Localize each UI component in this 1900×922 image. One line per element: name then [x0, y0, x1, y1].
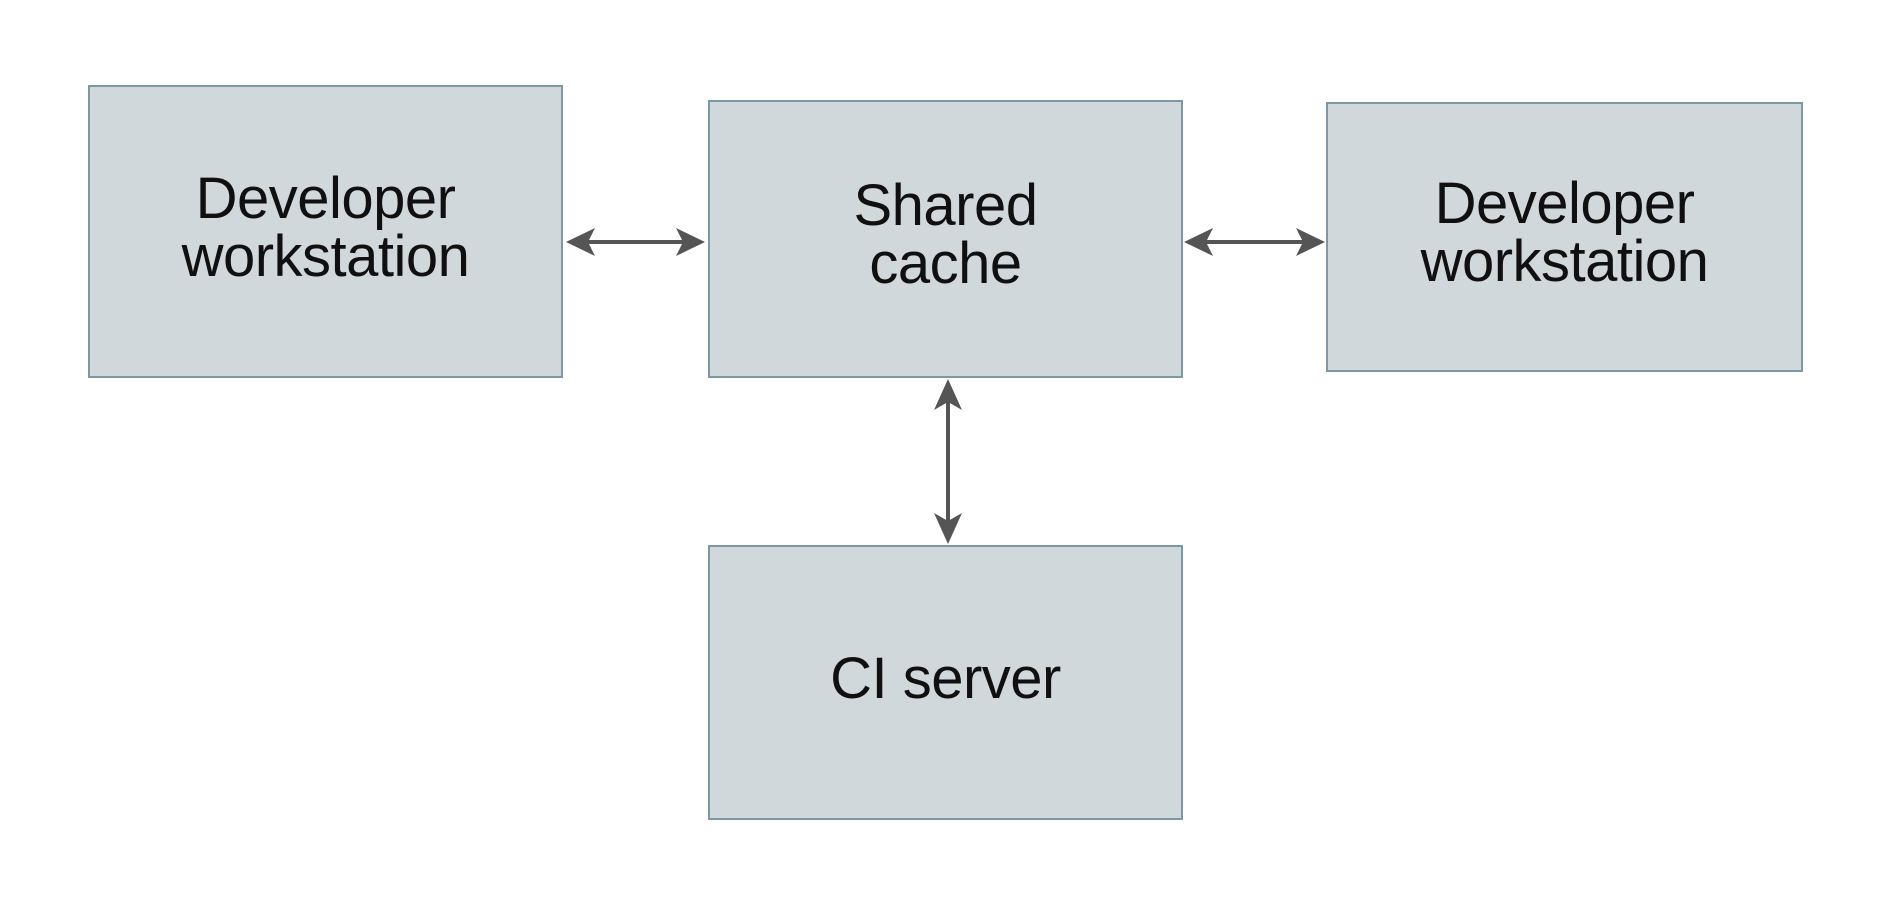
node-developer-workstation-right[interactable]: Developer workstation	[1326, 102, 1803, 372]
edge-developer-left-to-shared-cache[interactable]	[563, 218, 708, 266]
edge-shared-cache-to-ci-server[interactable]	[924, 376, 972, 547]
double-arrow-vertical-icon	[934, 379, 962, 544]
double-arrow-horizontal-icon	[566, 228, 705, 256]
node-shared-cache[interactable]: Shared cache	[708, 100, 1183, 378]
node-label: Shared cache	[853, 173, 1038, 296]
double-arrow-horizontal-icon	[1184, 228, 1325, 256]
node-label: Developer workstation	[1420, 171, 1709, 294]
edge-shared-cache-to-developer-right[interactable]	[1181, 218, 1328, 266]
node-label: Developer workstation	[181, 165, 470, 289]
node-label: CI server	[830, 645, 1061, 711]
node-ci-server[interactable]: CI server	[708, 545, 1183, 820]
node-developer-workstation-left[interactable]: Developer workstation	[88, 85, 563, 378]
